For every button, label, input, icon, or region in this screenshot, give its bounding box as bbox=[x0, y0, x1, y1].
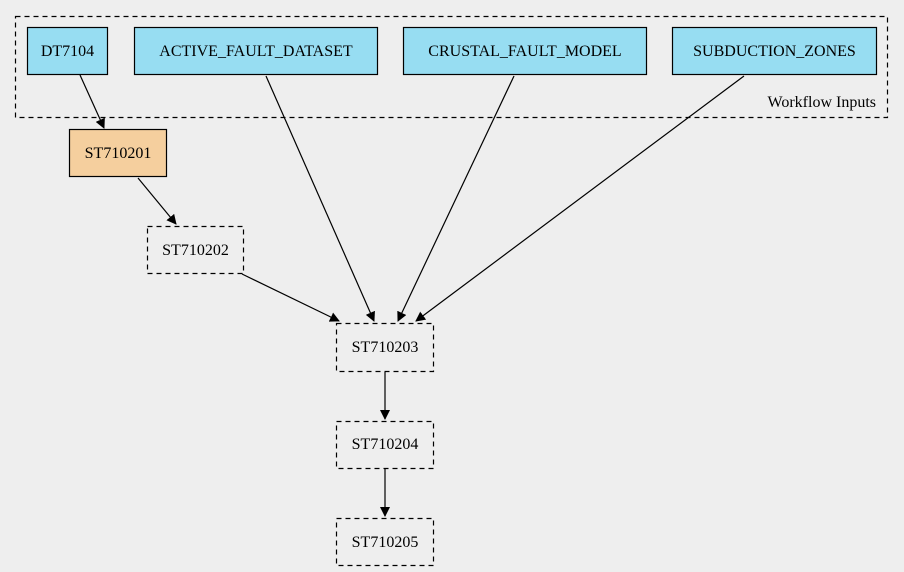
node-st710203[interactable]: ST710203 bbox=[335, 322, 435, 373]
edge-subduction-zones-to-st710203 bbox=[415, 75, 745, 322]
node-label: CRUSTAL_FAULT_MODEL bbox=[428, 43, 621, 60]
node-box bbox=[335, 322, 435, 373]
edge-dt7104-to-st710201 bbox=[79, 74, 105, 129]
node-st710201[interactable]: ST710201 bbox=[68, 128, 168, 178]
edge-st710202-to-st710203 bbox=[241, 273, 340, 322]
node-label: ST710201 bbox=[85, 145, 152, 162]
node-dt7104[interactable]: DT7104 bbox=[26, 26, 109, 76]
edges bbox=[79, 74, 745, 517]
node-box bbox=[26, 26, 109, 76]
node-subduction-zones[interactable]: SUBDUCTION_ZONES bbox=[671, 26, 878, 76]
node-st710202[interactable]: ST710202 bbox=[146, 225, 245, 275]
node-label: DT7104 bbox=[41, 43, 94, 60]
edge-active-fault-dataset-to-st710203 bbox=[265, 75, 375, 322]
node-label: SUBDUCTION_ZONES bbox=[693, 43, 856, 60]
node-label: ST710205 bbox=[352, 534, 419, 551]
edge-crustal-fault-model-to-st710203 bbox=[397, 75, 515, 322]
node-label: ST710203 bbox=[352, 339, 419, 356]
cluster-border bbox=[14, 15, 889, 119]
node-st710204[interactable]: ST710204 bbox=[335, 420, 435, 470]
node-active-fault-dataset[interactable]: ACTIVE_FAULT_DATASET bbox=[133, 26, 379, 76]
node-box bbox=[335, 420, 435, 470]
cluster-label: Workflow Inputs bbox=[768, 94, 876, 111]
node-box bbox=[335, 517, 435, 567]
edge-st710201-to-st710202 bbox=[137, 177, 177, 225]
node-box bbox=[402, 26, 648, 76]
node-box bbox=[146, 225, 245, 275]
node-label: ST710204 bbox=[352, 436, 419, 453]
node-label: ACTIVE_FAULT_DATASET bbox=[159, 43, 353, 60]
node-box bbox=[671, 26, 878, 76]
node-box bbox=[133, 26, 379, 76]
node-crustal-fault-model[interactable]: CRUSTAL_FAULT_MODEL bbox=[402, 26, 648, 76]
workflow-inputs-cluster: Workflow Inputs bbox=[14, 15, 889, 119]
node-box bbox=[68, 128, 168, 178]
node-label: ST710202 bbox=[162, 242, 229, 259]
node-st710205[interactable]: ST710205 bbox=[335, 517, 435, 567]
